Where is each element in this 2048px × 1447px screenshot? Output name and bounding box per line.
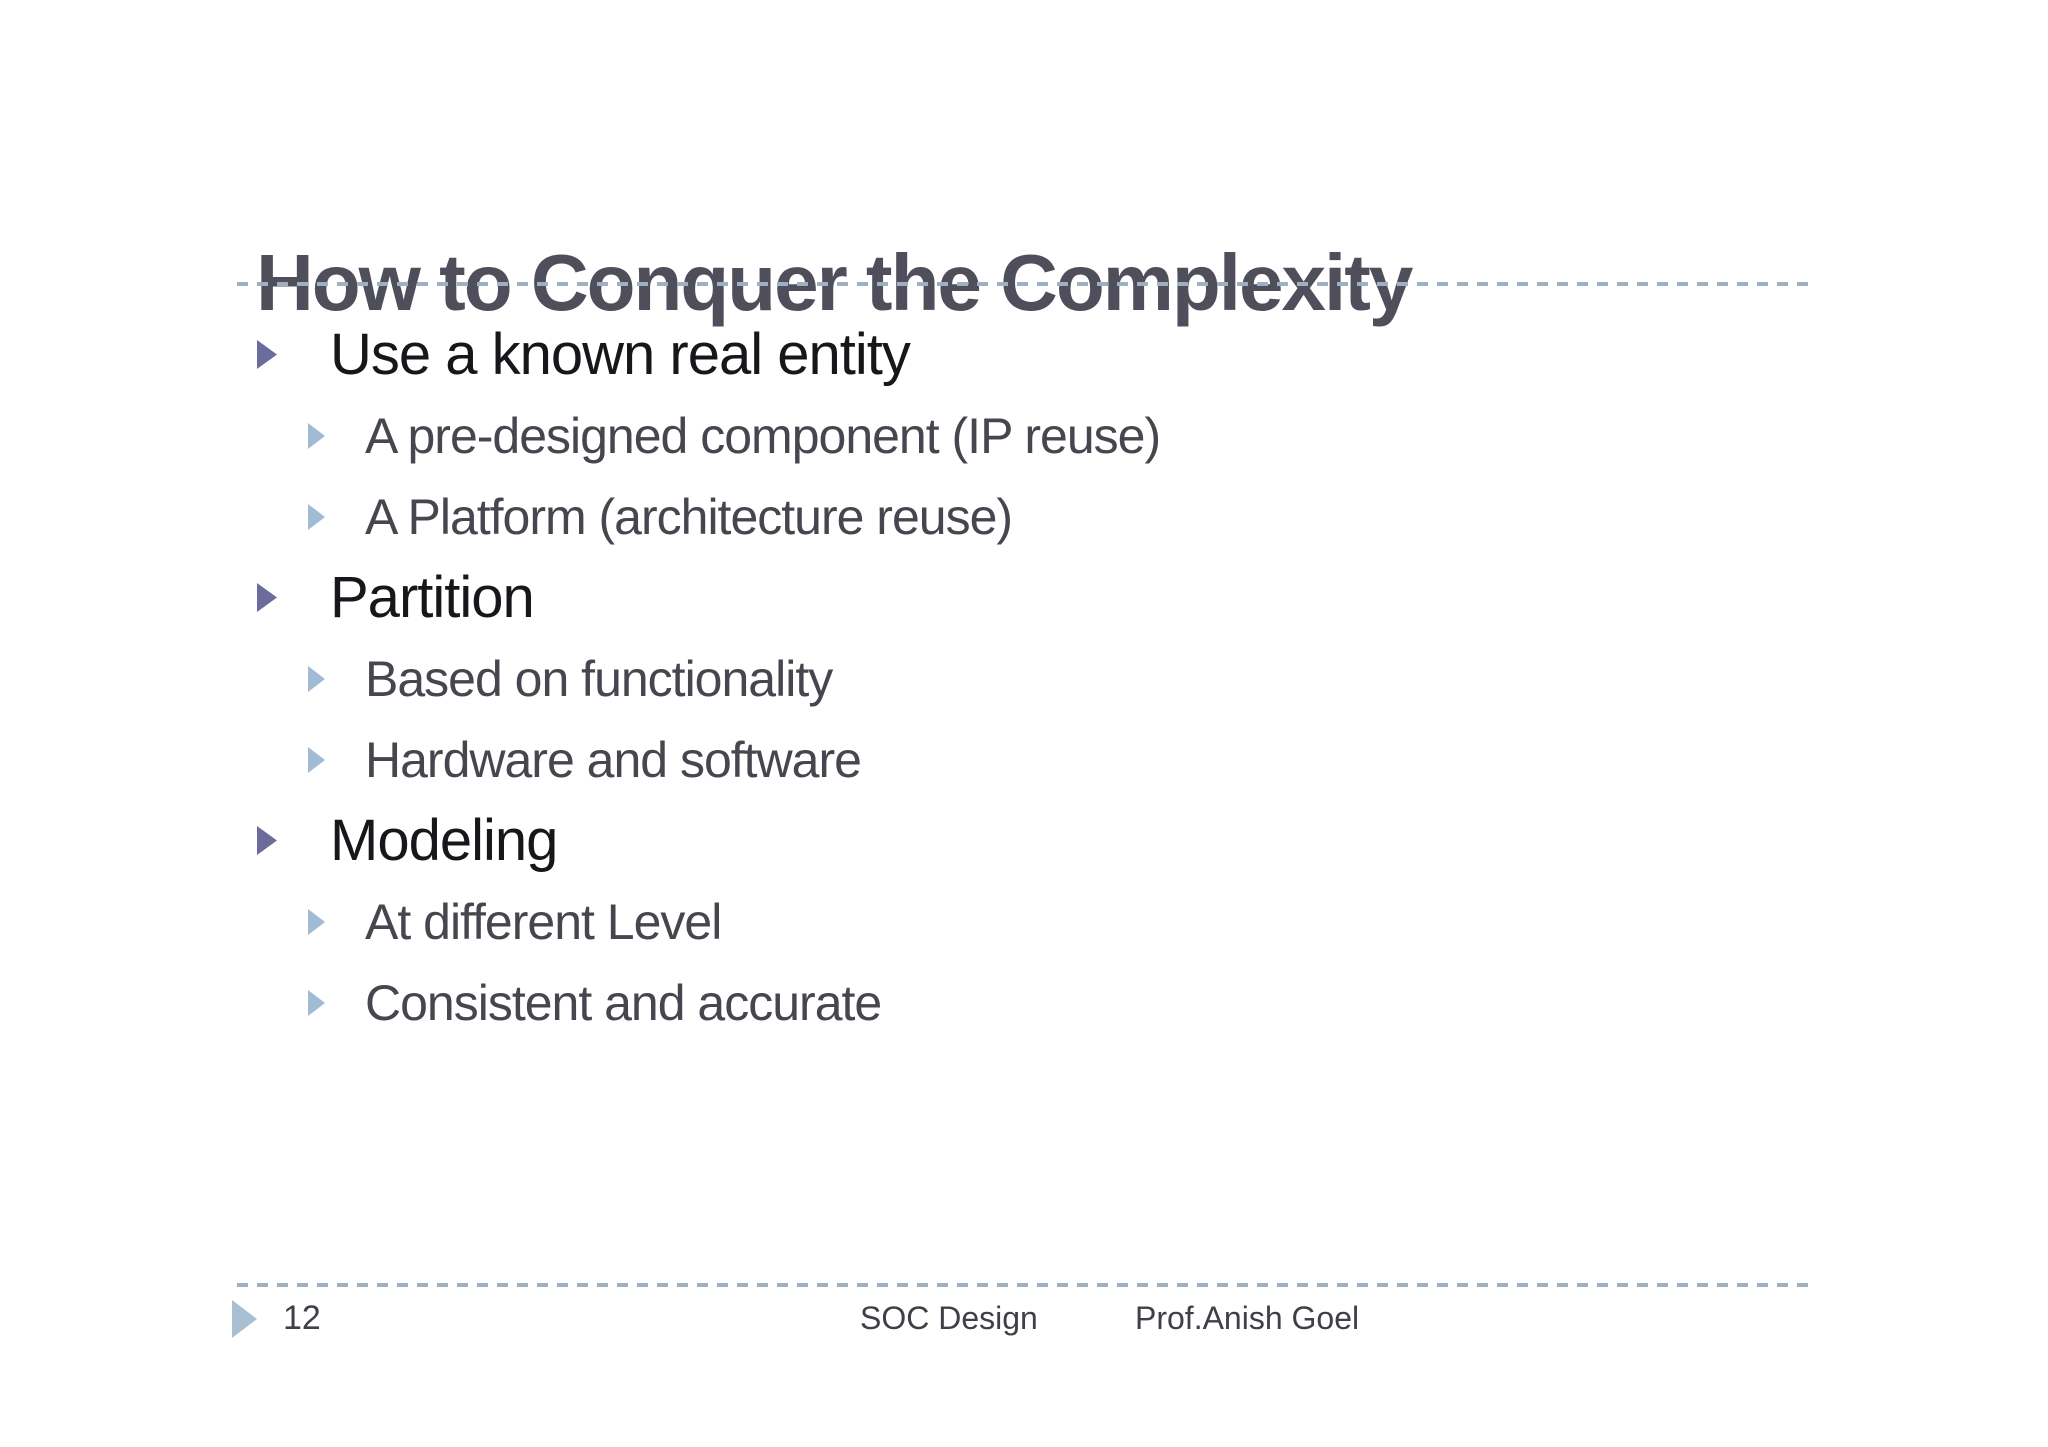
bullet-text: Partition — [330, 565, 535, 630]
bullet-text: Modeling — [330, 808, 558, 873]
bullet-item: Partition — [0, 557, 2048, 638]
bullet-arrow-icon — [308, 989, 325, 1016]
bullet-text: At different Level — [365, 893, 722, 950]
bullet-text: Hardware and software — [365, 731, 862, 788]
bullet-item: Consistent and accurate — [0, 962, 2048, 1043]
bullet-item: A Platform (architecture reuse) — [0, 476, 2048, 557]
bullet-text: Consistent and accurate — [365, 974, 882, 1031]
bullet-item: Use a known real entity — [0, 314, 2048, 395]
title-divider — [237, 282, 1813, 286]
footer-arrow-icon — [232, 1300, 257, 1338]
footer-course-title: SOC Design — [860, 1300, 1038, 1336]
bullet-arrow-icon — [257, 826, 277, 855]
bullet-item: At different Level — [0, 881, 2048, 962]
bullet-text: A pre-designed component (IP reuse) — [365, 407, 1161, 464]
footer-divider — [237, 1283, 1813, 1287]
bullet-text: A Platform (architecture reuse) — [365, 488, 1013, 545]
bullet-item: Based on functionality — [0, 638, 2048, 719]
bullet-arrow-icon — [308, 422, 325, 449]
bullet-arrow-icon — [308, 665, 325, 692]
bullet-item: Modeling — [0, 800, 2048, 881]
footer-author: Prof.Anish Goel — [1135, 1300, 1360, 1336]
bullet-arrow-icon — [257, 340, 277, 369]
bullet-item: Hardware and software — [0, 719, 2048, 800]
bullet-item: A pre-designed component (IP reuse) — [0, 395, 2048, 476]
bullet-text: Based on functionality — [365, 650, 833, 707]
bullet-text: Use a known real entity — [330, 322, 911, 387]
bullet-list: Use a known real entity A pre-designed c… — [0, 314, 2048, 1043]
bullet-arrow-icon — [308, 908, 325, 935]
bullet-arrow-icon — [308, 503, 325, 530]
bullet-arrow-icon — [257, 583, 277, 612]
page-number: 12 — [283, 1299, 321, 1337]
bullet-arrow-icon — [308, 746, 325, 773]
